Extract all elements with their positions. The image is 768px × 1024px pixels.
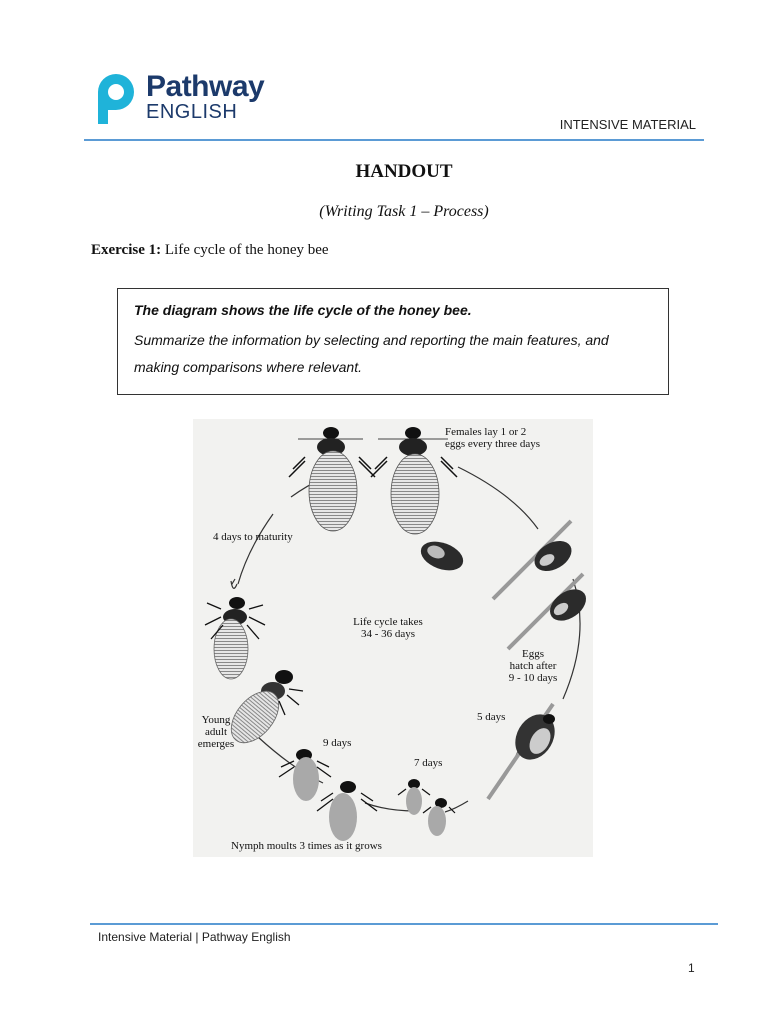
logo-wordmark: Pathway	[146, 70, 265, 103]
label-females-lay-line2: eggs every three days	[445, 438, 540, 450]
label-females-lay-line1: Females lay 1 or 2	[445, 426, 527, 438]
label-five-days: 5 days	[477, 711, 506, 723]
label-cycle-duration: Life cycle takes 34 - 36 days	[338, 616, 438, 640]
exercise-label: Exercise 1:	[91, 242, 162, 258]
label-young-adult-line2: adult	[205, 726, 227, 738]
maturing-bee	[204, 597, 266, 680]
diagram-artwork	[204, 427, 587, 841]
label-eggs-hatch-line3: 9 - 10 days	[508, 672, 558, 684]
label-young-adult: Young adult emerges	[197, 714, 235, 750]
logo-subtitle: ENGLISH	[146, 101, 238, 123]
task-prompt: The diagram shows the life cycle of the …	[134, 302, 472, 318]
exercise-heading: Exercise 1: Life cycle of the honey bee	[91, 242, 329, 259]
label-nine-days: 9 days	[323, 737, 352, 749]
life-cycle-diagram: Females lay 1 or 2 eggs every three days…	[193, 419, 593, 857]
exercise-text: Life cycle of the honey bee	[164, 242, 329, 258]
hatching-egg	[486, 702, 555, 801]
label-eggs-hatch: Eggs hatch after 9 - 10 days	[493, 648, 573, 684]
nymph-medium	[316, 781, 378, 841]
page-number: 1	[688, 961, 695, 975]
label-eggs-hatch-line2: hatch after	[509, 660, 557, 672]
label-maturity: 4 days to maturity	[213, 531, 293, 543]
eggs	[420, 519, 587, 651]
adult-bee-right	[370, 427, 458, 535]
label-cycle-duration-line2: 34 - 36 days	[360, 628, 416, 640]
label-females-lay: Females lay 1 or 2 eggs every three days	[445, 426, 540, 450]
label-cycle-duration-line1: Life cycle takes	[353, 616, 423, 628]
label-seven-days: 7 days	[414, 757, 443, 769]
header-divider	[84, 139, 704, 141]
task-box: The diagram shows the life cycle of the …	[117, 288, 669, 395]
header-label: INTENSIVE MATERIAL	[559, 117, 696, 132]
adult-bee-left	[288, 427, 376, 532]
label-young-adult-line3: emerges	[197, 738, 235, 750]
task-instructions: Summarize the information by selecting a…	[134, 332, 609, 375]
page-title: HANDOUT	[355, 161, 453, 182]
label-eggs-hatch-line1: Eggs	[522, 648, 544, 660]
label-nymph-moults: Nymph moults 3 times as it grows	[231, 840, 382, 852]
footer-text: Intensive Material | Pathway English	[98, 930, 291, 944]
nymph-small-2	[422, 798, 456, 836]
pathway-logo: Pathway ENGLISH	[94, 70, 284, 130]
nymph-large	[278, 749, 332, 801]
pathway-logo-icon	[98, 74, 134, 124]
label-young-adult-line1: Young	[201, 714, 231, 726]
page-subtitle: (Writing Task 1 – Process)	[319, 203, 489, 220]
footer-divider	[90, 923, 718, 925]
young-adult-bee	[230, 670, 304, 744]
nymph-small-1	[397, 779, 431, 815]
